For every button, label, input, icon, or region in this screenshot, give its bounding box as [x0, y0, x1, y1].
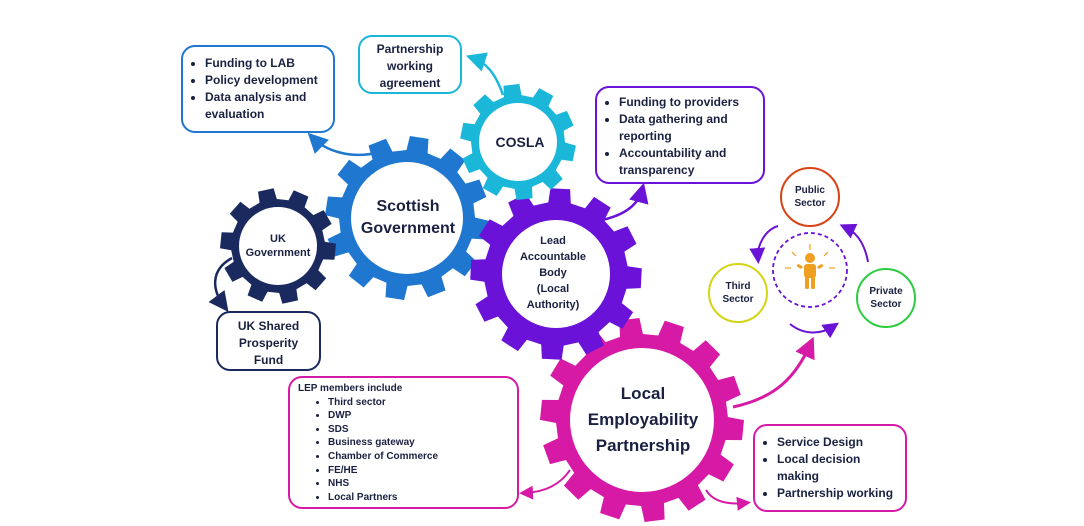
arrow-lep-to-sectors	[732, 336, 815, 409]
list-item: Data analysis and evaluation	[205, 89, 325, 123]
arrow-private-to-public	[839, 223, 869, 263]
list-item: Service Design	[777, 434, 899, 451]
arrow-cosla-to-agreement	[465, 52, 505, 96]
arrow-uk-to-fund	[208, 256, 233, 313]
gear-label-lead-body: Lead Accountable Body (Local Authority)	[519, 235, 586, 311]
scottish-government-roles-box: Funding to LAB Policy development Data a…	[181, 45, 335, 133]
lab-roles-box: Funding to providers Data gathering and …	[595, 86, 765, 184]
person-icon	[796, 253, 824, 289]
list-item: SDS	[328, 423, 509, 437]
private-sector-circle: Private Sector	[856, 268, 916, 328]
gear-label-uk-government: UK Government	[245, 233, 311, 259]
scottish-government-roles-list: Funding to LAB Policy development Data a…	[189, 55, 325, 123]
list-item: NHS	[328, 477, 509, 491]
lep-members-box: LEP members include Third sector DWP SDS…	[288, 376, 519, 509]
sunburst-lines	[785, 244, 835, 269]
list-item: Local Partners	[328, 491, 509, 505]
arrow-lep-to-members	[519, 469, 571, 500]
lep-members-list: Third sector DWP SDS Business gateway Ch…	[298, 396, 509, 505]
gear-uk-government	[220, 188, 336, 304]
gear-lep	[540, 318, 744, 522]
gear-lead-body	[470, 188, 642, 360]
gear-label-scottish-government: Scottish Government	[360, 198, 456, 237]
gear-scottish-government	[325, 136, 489, 300]
gear-label-cosla: COSLA	[495, 134, 545, 150]
lep-roles-list: Service Design Local decision making Par…	[761, 434, 899, 502]
list-item: Funding to LAB	[205, 55, 325, 72]
list-item: Data gathering and reporting	[619, 111, 757, 145]
partnership-agreement-box: Partnership working agreement	[358, 35, 462, 94]
list-item: Local decision making	[777, 451, 899, 485]
third-sector-circle: Third Sector	[708, 263, 768, 323]
gear-cosla	[460, 84, 576, 200]
arrow-lab-to-roles	[601, 182, 649, 222]
lep-members-title: LEP members include	[298, 383, 403, 394]
gear-label-lep: Local Employability Partnership	[587, 384, 699, 455]
list-item: Policy development	[205, 72, 325, 89]
list-item: Third sector	[328, 396, 509, 410]
list-item: FE/HE	[328, 464, 509, 478]
arrow-public-to-third	[749, 225, 779, 264]
uk-shared-prosperity-fund-box: UK Shared Prosperity Fund	[216, 311, 321, 371]
list-item: DWP	[328, 409, 509, 423]
public-sector-circle: Public Sector	[780, 167, 840, 227]
people-circle	[772, 232, 848, 308]
arrow-third-to-private	[789, 322, 839, 339]
list-item: Partnership working	[777, 485, 899, 502]
list-item: Accountability and transparency	[619, 145, 757, 179]
arrow-lep-to-roles	[705, 489, 751, 511]
lep-roles-box: Service Design Local decision making Par…	[753, 424, 907, 512]
lab-roles-list: Funding to providers Data gathering and …	[603, 94, 757, 179]
arrow-scotgov-to-roles	[307, 132, 381, 157]
list-item: Chamber of Commerce	[328, 450, 509, 464]
list-item: Business gateway	[328, 436, 509, 450]
list-item: Funding to providers	[619, 94, 757, 111]
